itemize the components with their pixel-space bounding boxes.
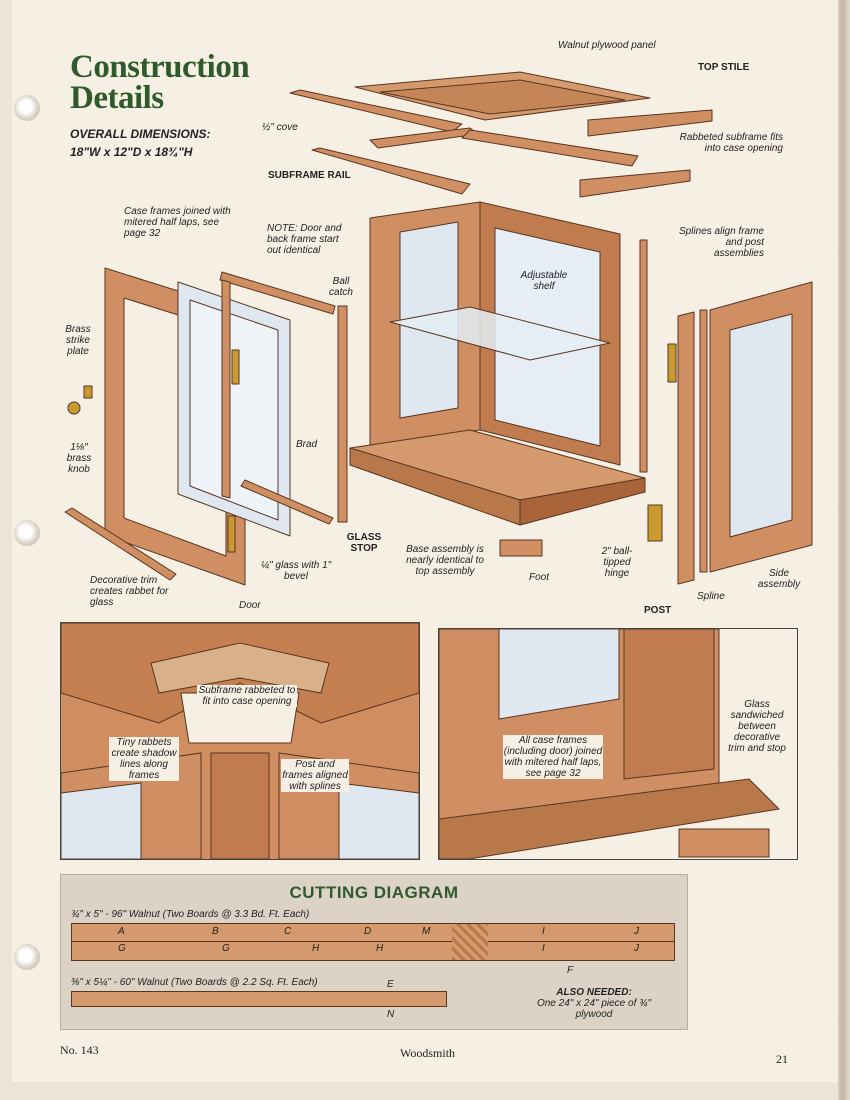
- label-decorative-trim: Decorative trim creates rabbet for glass: [90, 575, 169, 608]
- cutting-title: CUTTING DIAGRAM: [289, 883, 459, 902]
- label-subframe: Subframe rabbeted to fit into case openi…: [197, 685, 297, 707]
- label-post: POST: [644, 605, 672, 616]
- label-door: Door: [239, 600, 261, 611]
- label-glass-sandwiched: Glass sandwiched between decorative trim…: [727, 699, 787, 754]
- part-i: I: [542, 943, 545, 954]
- board1-spec: ¾" x 5" - 96" Walnut (Two Boards @ 3.3 B…: [71, 909, 310, 920]
- decorative-trim: [64, 507, 177, 581]
- part-i: I: [542, 926, 545, 937]
- glass-stop: [240, 479, 334, 525]
- label-brass-strike: Brass strike plate: [65, 324, 91, 357]
- page-spine: [838, 0, 850, 1100]
- dimensions-heading: OVERALL DIMENSIONS:: [70, 127, 211, 141]
- label-glass-bevel: ¼" glass with 1" bevel: [260, 560, 332, 582]
- detail-corner-right: Glass sandwiched between decorative trim…: [438, 628, 798, 860]
- part-h: H: [312, 943, 320, 954]
- board1: A B C D M I J G G H H I J: [71, 923, 675, 961]
- part-f: F: [567, 965, 574, 976]
- title-line-2: Details: [70, 80, 164, 116]
- part-h: H: [376, 943, 384, 954]
- footer-magazine: Woodsmith: [400, 1046, 456, 1060]
- part-c: C: [284, 926, 292, 937]
- board2-spec: ⅜" x 5¼" - 60" Walnut (Two Boards @ 2.2 …: [71, 977, 318, 988]
- label-all-case-frames: All case frames (including door) joined …: [503, 735, 603, 779]
- strike-plate: [83, 385, 93, 399]
- label-case-frames: Case frames joined with mitered half lap…: [124, 206, 231, 239]
- part-j: J: [634, 943, 639, 954]
- binder-hole: [14, 95, 40, 121]
- binder-hole: [14, 520, 40, 546]
- spline: [639, 239, 648, 473]
- page-title: Construction Details: [70, 49, 250, 116]
- part-g: G: [222, 943, 230, 954]
- label-ball-hinge: 2" ball-tipped hinge: [601, 546, 633, 579]
- label-brass-knob: 1⅛" brass knob: [66, 442, 92, 475]
- label-top-stile: TOP STILE: [698, 62, 750, 73]
- foot: [499, 539, 543, 557]
- label-splines-align: Splines align frame and post assemblies: [678, 226, 764, 259]
- cutting-diagram: CUTTING DIAGRAM ¾" x 5" - 96" Walnut (Tw…: [60, 874, 688, 1030]
- label-subframe-rail: SUBFRAME RAIL: [268, 170, 351, 181]
- label-rabbeted-subframe: Rabbeted subframe fits into case opening: [679, 132, 783, 154]
- label-walnut-panel: Walnut plywood panel: [558, 40, 656, 51]
- adjustable-shelf: [389, 306, 611, 361]
- label-brad: Brad: [296, 439, 318, 450]
- label-tiny-rabbets: Tiny rabbets create shadow lines along f…: [109, 737, 179, 781]
- glass-detail-illustration: [439, 629, 781, 859]
- top-stile: [587, 109, 713, 137]
- title-line-1: Construction: [70, 49, 250, 85]
- label-ball-catch: Ball catch: [329, 276, 353, 298]
- label-base-assembly: Base assembly is nearly identical to top…: [406, 544, 484, 577]
- label-adjustable-shelf: Adjustable shelf: [520, 270, 568, 292]
- part-a: A: [118, 926, 125, 937]
- label-side-assembly: Side assembly: [757, 568, 801, 590]
- binder-hole: [14, 944, 40, 970]
- exploded-view-illustration: [64, 71, 813, 586]
- subframe-rail: [311, 147, 471, 195]
- corner-detail-illustration: [61, 623, 419, 859]
- label-glass-stop: GLASS STOP: [346, 532, 382, 554]
- detail-corner-left: Subframe rabbeted to fit into case openi…: [60, 622, 420, 860]
- footer-page-number: 21: [776, 1052, 788, 1066]
- dimensions-value: 18"W x 12"D x 18¾"H: [70, 145, 193, 159]
- brass-knob: [67, 401, 81, 415]
- label-foot: Foot: [529, 572, 550, 583]
- part-g: G: [118, 943, 126, 954]
- also-needed-body: One 24" x 24" piece of ¾" plywood: [536, 998, 652, 1020]
- part-d: D: [364, 926, 372, 937]
- label-half-cove: ½" cove: [262, 122, 298, 133]
- post: [677, 311, 695, 585]
- cove-molding: [289, 89, 463, 133]
- label-spline: Spline: [697, 591, 725, 602]
- label-post-frames: Post and frames aligned with splines: [281, 759, 349, 792]
- label-note-door: NOTE: Door and back frame start out iden…: [267, 223, 342, 256]
- part-e: E: [387, 979, 394, 990]
- board2: [71, 991, 447, 1007]
- part-n: N: [387, 1009, 395, 1020]
- footer-issue: No. 143: [60, 1043, 99, 1057]
- part-m: M: [422, 926, 431, 937]
- part-b: B: [212, 926, 219, 937]
- part-j: J: [634, 926, 639, 937]
- also-needed-heading: ALSO NEEDED:: [556, 987, 632, 998]
